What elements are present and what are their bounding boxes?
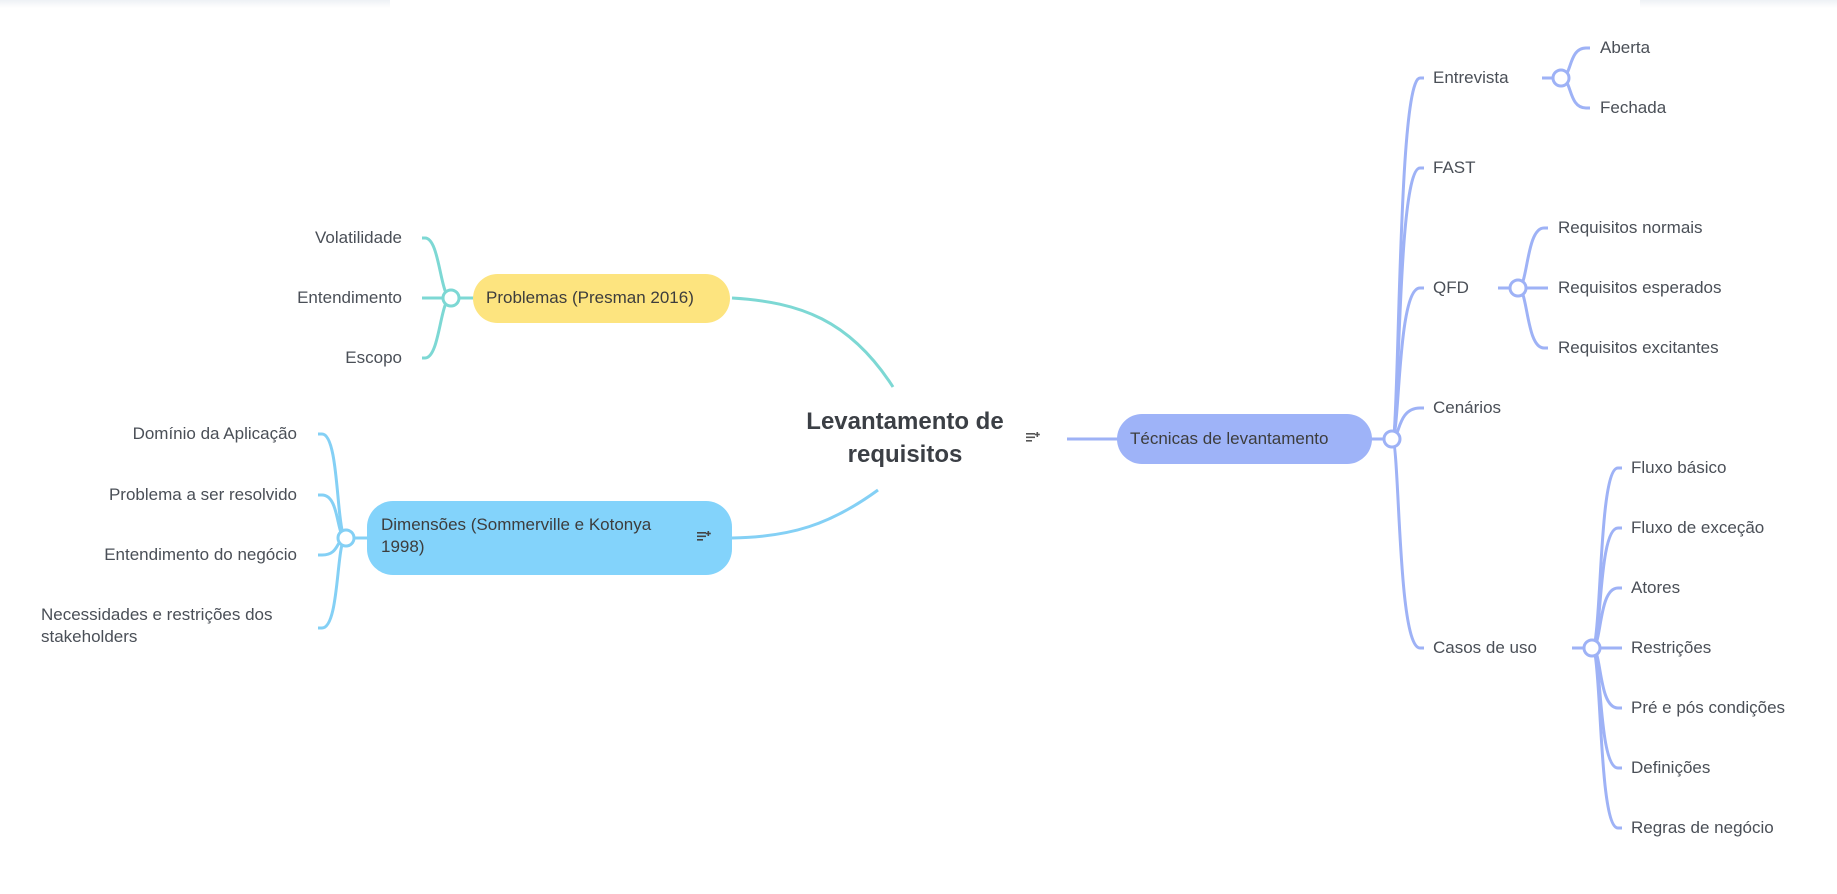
entrevista-hub-node <box>1551 68 1571 88</box>
topic-pre-pos-condicoes[interactable]: Pré e pós condições <box>1631 698 1786 717</box>
topic-regras-negocio[interactable]: Regras de negócio <box>1631 818 1774 837</box>
topic-volatilidade[interactable]: Volatilidade <box>315 228 402 247</box>
topic-fechada[interactable]: Fechada <box>1600 98 1667 117</box>
topic-cenarios[interactable]: Cenários <box>1433 398 1502 417</box>
root-note-icon[interactable] <box>1026 432 1040 444</box>
topic-fast[interactable]: FAST <box>1433 158 1476 177</box>
topic-necessidades-line1: Necessidades e restrições dos <box>41 605 273 624</box>
topic-tecnicas-label: Técnicas de levantamento <box>1130 429 1329 448</box>
top-left-shadow <box>0 0 390 8</box>
link-problemas-escopo <box>422 296 452 360</box>
root-title-line1: Levantamento de <box>806 408 1004 435</box>
topic-dimensoes-label-line2: 1998) <box>381 537 425 556</box>
link-qfd-normais <box>1517 226 1548 290</box>
link-problemas-volatilidade <box>422 236 452 300</box>
topic-aberta[interactable]: Aberta <box>1600 38 1651 57</box>
qfd-hub-node <box>1508 278 1528 298</box>
link-tecnicas-casos <box>1390 437 1424 650</box>
topic-requisitos-esperados[interactable]: Requisitos esperados <box>1558 278 1722 297</box>
topic-entendimento[interactable]: Entendimento <box>297 288 402 307</box>
topic-entrevista[interactable]: Entrevista <box>1433 68 1509 87</box>
problemas-hub-node <box>441 288 461 308</box>
link-root-problemas <box>731 296 895 388</box>
topic-entendimento-negocio[interactable]: Entendimento do negócio <box>104 545 297 564</box>
topic-problema-resolvido[interactable]: Problema a ser resolvido <box>108 485 297 504</box>
topic-qfd[interactable]: QFD <box>1433 278 1469 297</box>
dimensoes-note-icon[interactable] <box>697 531 711 543</box>
link-casos-fluxo-basico <box>1590 466 1622 650</box>
link-dimensoes-dominio <box>318 432 348 540</box>
topic-requisitos-excitantes[interactable]: Requisitos excitantes <box>1558 338 1719 357</box>
dimensoes-hub-node <box>336 528 356 548</box>
link-qfd-excitantes <box>1517 286 1548 350</box>
topic-problemas-label: Problemas (Presman 2016) <box>486 288 694 307</box>
topic-fluxo-excecao[interactable]: Fluxo de exceção <box>1631 518 1765 537</box>
topic-dominio-aplicacao[interactable]: Domínio da Aplicação <box>132 424 297 443</box>
casos-hub-node <box>1582 638 1602 658</box>
topic-problemas[interactable]: Problemas (Presman 2016) <box>473 274 730 323</box>
topic-escopo[interactable]: Escopo <box>345 348 402 367</box>
link-casos-regras <box>1590 646 1622 830</box>
topic-atores[interactable]: Atores <box>1631 578 1681 597</box>
topic-restricoes[interactable]: Restrições <box>1631 638 1712 657</box>
topic-casos-de-uso[interactable]: Casos de uso <box>1433 638 1537 657</box>
topic-necessidades-line2: stakeholders <box>41 627 138 646</box>
top-right-shadow <box>1640 0 1837 8</box>
topic-necessidades[interactable]: Necessidades e restrições dos stakeholde… <box>41 604 273 648</box>
topic-definicoes[interactable]: Definições <box>1631 758 1711 777</box>
topic-dimensoes[interactable]: Dimensões (Sommerville e Kotonya 1998) <box>367 501 732 575</box>
topic-tecnicas[interactable]: Técnicas de levantamento <box>1117 414 1372 464</box>
topic-requisitos-normais[interactable]: Requisitos normais <box>1558 218 1703 237</box>
topic-fluxo-basico[interactable]: Fluxo básico <box>1631 458 1727 477</box>
link-root-dimensoes <box>731 488 879 540</box>
root-title-line2: requisitos <box>847 441 963 468</box>
topic-dimensoes-label-line1: Dimensões (Sommerville e Kotonya <box>381 515 652 534</box>
tecnicas-hub-node <box>1382 429 1402 449</box>
root-topic[interactable]: Levantamento de requisitos <box>790 405 1020 471</box>
